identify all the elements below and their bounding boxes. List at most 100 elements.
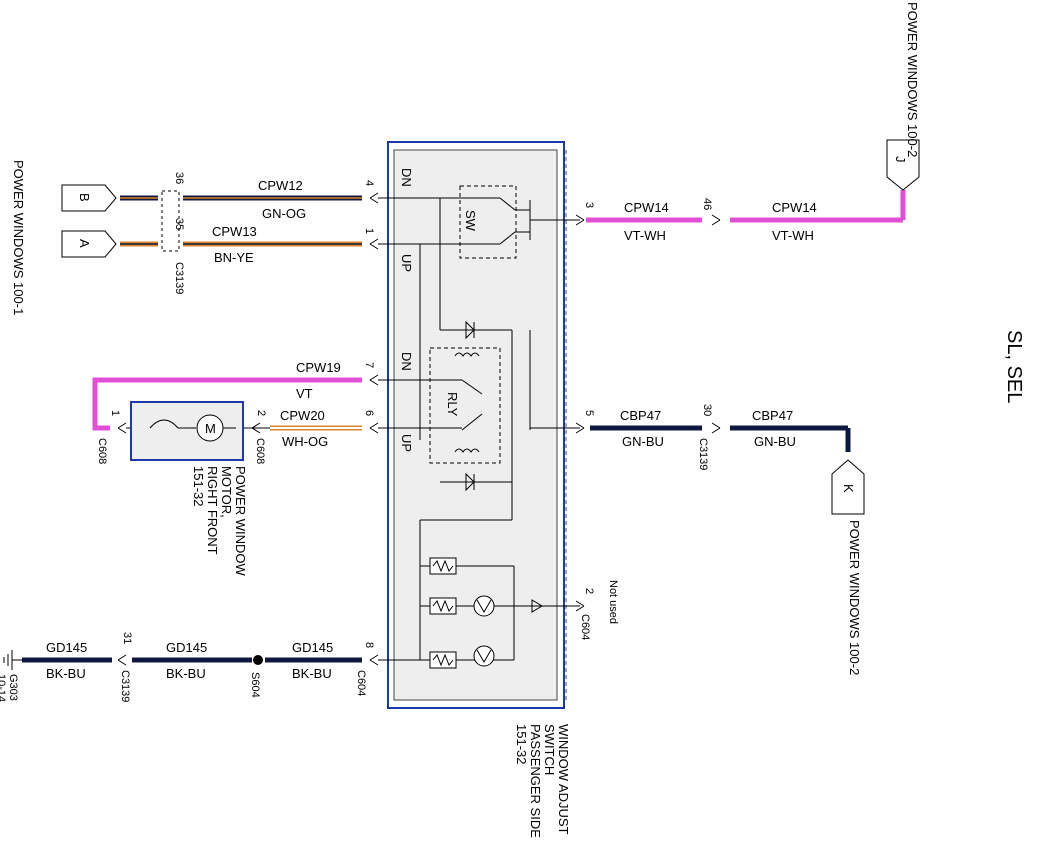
rly-contact-upper [461,379,483,395]
pin-30: 30 [701,404,713,416]
switch-name-line-3: PASSENGER SIDE [528,724,543,838]
pin-6: 6 [363,410,375,416]
switch-name-line-2: SWITCH [542,724,557,775]
arrow-pin-5 [575,422,585,434]
switch-dn-mid: DN [399,352,414,371]
arrow-motor-pin-1 [117,422,127,434]
wire-cpw20-circuit: CPW20 [280,408,325,423]
wire-cbp47b-color: GN-BU [754,434,796,449]
arrow-c3139-bottom [117,654,127,666]
wire-cbp47a-color: GN-BU [622,434,664,449]
diode-lower [465,472,475,492]
wire-cpw20-color: WH-OG [282,434,328,449]
wire-cpw13-circuit: CPW13 [212,224,257,239]
not-used-label: Not used [607,580,619,624]
ref-pw-100-2-top: POWER WINDOWS 100-2 [905,2,920,157]
switch-name-line-4: 151-32 [514,724,529,764]
c608-right-label: C608 [254,438,266,464]
wire-cpw12-color: GN-OG [262,206,306,221]
pin-4: 4 [363,180,375,186]
switch-body [393,149,558,701]
connector-b [61,184,117,212]
rly-label: RLY [445,392,460,417]
pin-8: 8 [363,642,375,648]
wire-cpw19-color: VT [296,386,313,401]
wire-gd145c-circuit: GD145 [292,640,333,655]
splice-s604 [253,655,263,665]
pin-3: 3 [583,202,595,208]
pin-5: 5 [583,410,595,416]
switch-dn-top: DN [399,168,414,187]
c608-left-label: C608 [96,438,108,464]
wire-cpw14b-color: VT-WH [772,228,814,243]
connector-j-label: J [893,156,908,163]
wire-gd145a-color: BK-BU [46,666,86,681]
pin-46: 46 [701,198,713,210]
wire-gd145b-color: BK-BU [166,666,206,681]
motor-box [130,401,244,461]
sw-label: SW [463,210,478,232]
wire-cpw19-circuit: CPW19 [296,360,341,375]
rly-coil-lower [454,448,480,453]
arrow-pin-7 [369,374,379,386]
connector-j [886,139,920,191]
motor-thermal-element [149,419,179,429]
ref-pw-100-1: POWER WINDOWS 100-1 [11,160,26,315]
g303-page: 10-14 [0,674,7,702]
connector-k-label: K [841,484,856,493]
arrow-pin-3 [575,214,585,226]
switch-up-mid: UP [399,434,414,452]
wire-cpw14a-circuit: CPW14 [624,200,669,215]
wire-cbp47a-circuit: CBP47 [620,408,661,423]
c3139-bottom-label: C3139 [119,670,131,702]
motor-m-label: M [205,421,216,436]
pin-2b: 2 [583,588,595,594]
motor-name-line-4: 151-32 [191,466,206,506]
pin-2a: 2 [255,410,267,416]
pin-31: 31 [121,632,133,644]
rly-coil-upper [454,352,480,357]
lamp-2 [473,645,495,667]
switch-up-top: UP [399,254,414,272]
wire-cpw14b-circuit: CPW14 [772,200,817,215]
pin-36: 36 [173,172,185,184]
arrow-c3139-right [711,422,721,434]
c3139-right-label: C3139 [697,438,709,470]
wire-gd145c-color: BK-BU [292,666,332,681]
c3139-left-label: C3139 [173,262,185,294]
connector-a [61,230,117,258]
pin-7: 7 [363,362,375,368]
motor-name-line-2: MOTOR, [219,466,234,518]
motor-name-line-1: POWER WINDOW [233,466,248,576]
connector-k [831,459,865,515]
wire-gd145b-circuit: GD145 [166,640,207,655]
c604-gnd-label: C604 [355,670,367,696]
wire-cbp47b-circuit: CBP47 [752,408,793,423]
rly-contact-lower [461,413,483,431]
pin-1b: 1 [109,410,121,416]
diode-illum [531,599,543,613]
switch-enclosure [387,141,565,709]
arrow-c46 [711,214,721,226]
arrow-pin-6 [369,422,379,434]
wire-cpw14a-color: VT-WH [624,228,666,243]
c604-nu-label: C604 [579,614,591,640]
arrow-pin-2 [575,600,585,612]
wire-cpw19 [92,377,362,431]
ref-pw-100-2-bottom: POWER WINDOWS 100-2 [847,520,862,675]
wire-cpw13-color: BN-YE [214,250,254,265]
g303-label: G303 [7,674,19,701]
arrow-pin-4 [369,192,379,204]
wire-cpw12-circuit: CPW12 [258,178,303,193]
switch-name-line-1: WINDOW ADJUST [556,724,571,835]
connector-b-label: B [77,193,92,202]
c3139-left-housing [161,190,180,252]
s604-label: S604 [249,672,261,698]
connector-a-label: A [77,239,92,248]
sw-housing [459,185,517,259]
arrow-motor-pin-2 [251,422,261,434]
diode-upper [465,320,475,340]
arrow-pin-8 [369,654,379,666]
